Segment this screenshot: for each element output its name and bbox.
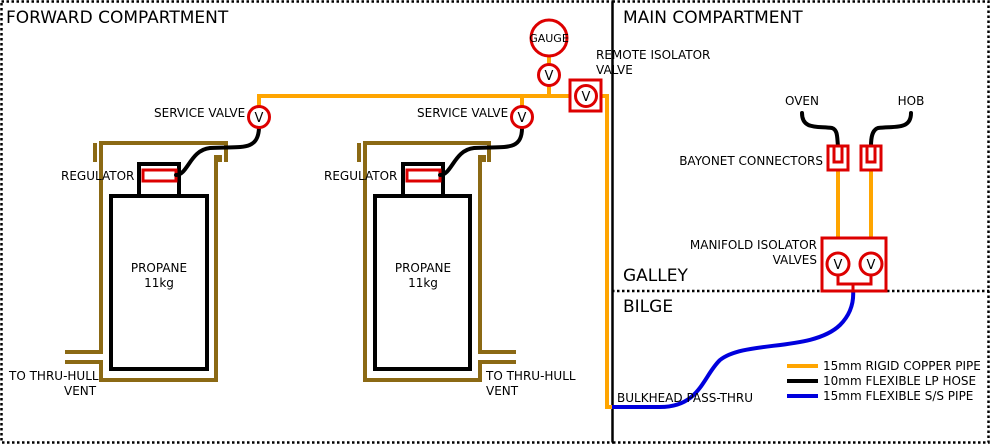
vent-1-label-line1: TO THRU-HULL — [8, 369, 99, 383]
valve-symbol: V — [867, 258, 876, 273]
oven-label: OVEN — [785, 94, 819, 108]
copper-pipe-run — [257, 46, 873, 409]
legend-label-ss: 15mm FLEXIBLE S/S PIPE — [823, 389, 973, 403]
lp-hose-run — [174, 111, 913, 177]
gas-locker-2 — [357, 141, 516, 382]
hose-hob — [869, 111, 913, 148]
cylinder-2-size: 11kg — [408, 276, 438, 290]
vent-1-label-line2: VENT — [64, 384, 97, 398]
vent-2-label-line2: VENT — [486, 384, 519, 398]
hose-regulator-2 — [438, 126, 524, 177]
cylinder-2-label: PROPANE — [395, 261, 451, 275]
valve-symbol: V — [582, 90, 591, 105]
main-compartment-border — [611, 0, 990, 444]
forward-compartment-label: FORWARD COMPARTMENT — [6, 8, 229, 28]
valve-symbol: V — [255, 111, 264, 126]
regulator-2-label: REGULATOR — [324, 169, 397, 183]
cylinder-1-label: PROPANE — [131, 261, 187, 275]
hose-regulator-1 — [174, 126, 261, 177]
manifold-isolator-label-line2: VALVES — [773, 253, 817, 267]
main-compartment-label: MAIN COMPARTMENT — [623, 8, 803, 28]
copper-main-line — [257, 94, 570, 107]
vent-2-label-line1: TO THRU-HULL — [485, 369, 576, 383]
gauge-valve: V — [537, 63, 561, 87]
valve-symbol: V — [545, 69, 554, 84]
bulkhead-label: BULKHEAD PASS-THRU — [617, 391, 753, 405]
gas-locker-1 — [65, 141, 228, 382]
regulator-1 — [141, 168, 178, 183]
hose-oven — [800, 111, 840, 148]
bayonet-connector-left — [826, 144, 850, 172]
service-valve-1-label: SERVICE VALVE — [154, 106, 245, 120]
regulator-2 — [405, 168, 442, 183]
bayonet-connector-right — [859, 144, 883, 172]
cylinder-1-size: 11kg — [144, 276, 174, 290]
copper-to-bulkhead — [601, 94, 612, 409]
hob-label: HOB — [898, 94, 925, 108]
bayonet-connectors-label: BAYONET CONNECTORS — [679, 154, 823, 168]
legend-label-hose: 10mm FLEXIBLE LP HOSE — [823, 374, 976, 388]
forward-compartment-border — [0, 0, 614, 444]
regulator-1-label: REGULATOR — [61, 169, 134, 183]
bilge-label: BILGE — [623, 297, 673, 317]
legend-label-copper: 15mm RIGID COPPER PIPE — [823, 359, 981, 373]
manifold-isolator-label-line1: MANIFOLD ISOLATOR — [690, 238, 817, 252]
service-valve-1: V — [247, 105, 271, 129]
gauge-label: GAUGE — [529, 32, 569, 45]
valve-symbol: V — [834, 258, 843, 273]
remote-isolator-label-line1: REMOTE ISOLATOR — [596, 48, 710, 62]
pressure-gauge: GAUGE — [529, 18, 569, 58]
legend: 15mm RIGID COPPER PIPE 10mm FLEXIBLE LP … — [787, 359, 981, 403]
remote-isolator-label-line2: VALVE — [596, 63, 633, 77]
manifold-isolator-valves: V V — [820, 236, 888, 293]
service-valve-2-label: SERVICE VALVE — [417, 106, 508, 120]
service-valve-2: V — [510, 105, 534, 129]
ss-pipe-run — [612, 288, 856, 409]
remote-isolator-valve: V — [568, 78, 603, 113]
galley-label: GALLEY — [623, 266, 688, 286]
valve-symbol: V — [518, 111, 527, 126]
